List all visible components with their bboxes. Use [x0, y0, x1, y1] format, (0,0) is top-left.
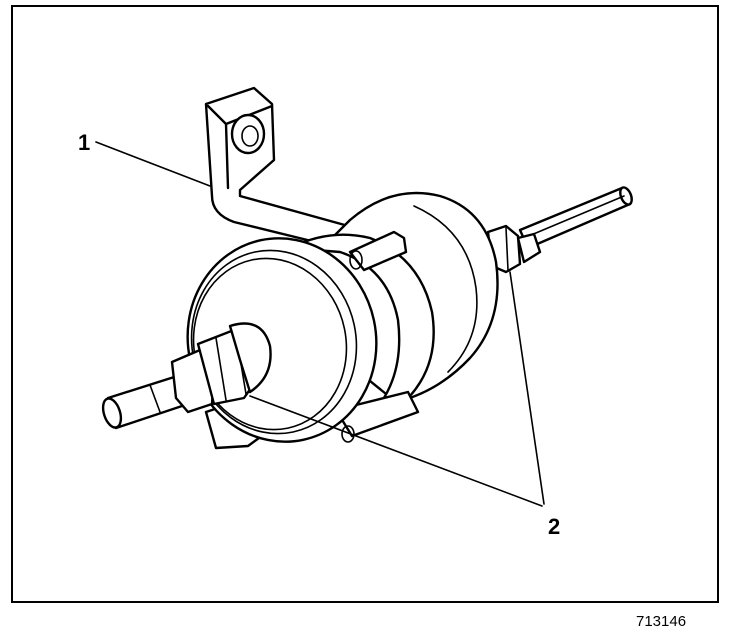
bracket-clamp-band [288, 230, 435, 406]
leader-line-1 [95, 141, 211, 187]
figure-id: 713146 [636, 613, 686, 630]
mounting-bracket [204, 86, 372, 254]
leader-lines [95, 141, 545, 507]
callout-2: 2 [548, 514, 560, 539]
callout-1: 1 [78, 130, 90, 155]
outlet-fuel-line [518, 186, 633, 250]
leader-line-2b [509, 271, 545, 505]
leader-line-2a [249, 395, 543, 507]
figure-frame [11, 5, 719, 603]
bracket-bolt-hole [230, 113, 266, 155]
front-fitting-nut [170, 322, 272, 414]
